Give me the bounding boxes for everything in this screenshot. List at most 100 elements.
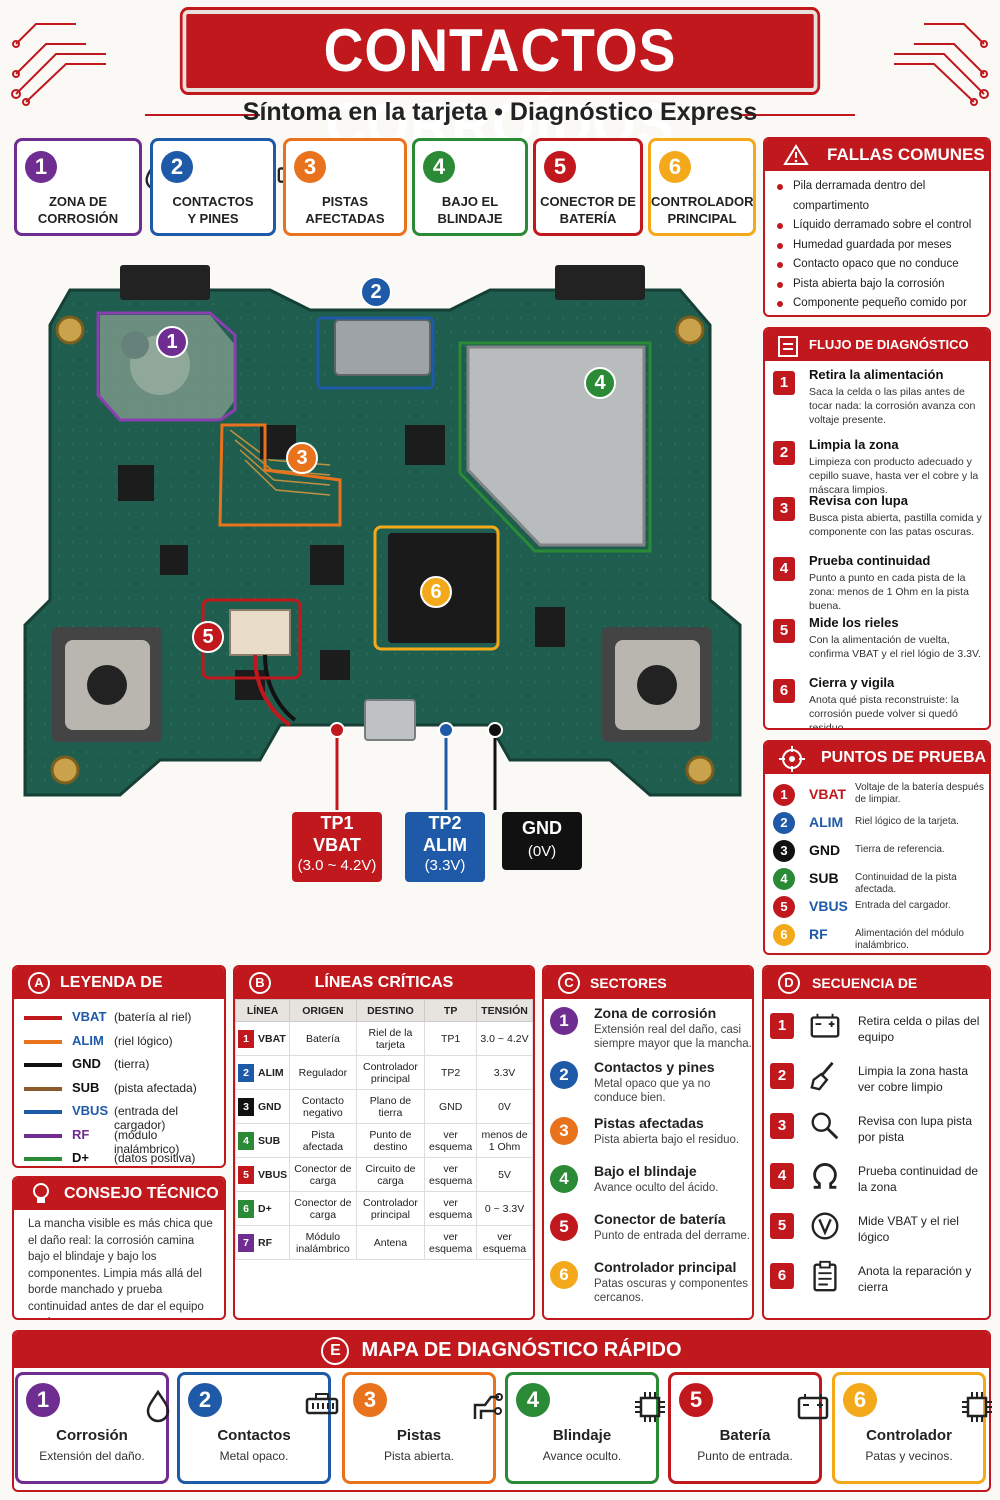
row-linea: VBAT [258,1032,286,1045]
card-number: 5 [544,151,576,183]
board-marker-1: 1 [156,326,188,358]
row-number: 1 [238,1029,254,1048]
step-desc: Anota qué pista reconstruiste: la corros… [809,694,960,730]
leyenda-name: D+ [72,1150,89,1165]
circuit-board-diagram [23,265,742,810]
falla-item: Humedad guardada por meses [777,236,979,256]
row-tp: ver esquema [424,1225,478,1260]
row-tension: 0 ~ 3.3V [476,1191,533,1226]
connector-icon [305,1393,339,1415]
punto-item: 4 SUB Continuidad de la pista afectada. [773,866,988,895]
punto-desc: Continuidad de la pista afectada. [855,872,957,895]
test-label-gnd: GND (0V) [502,812,582,870]
section-badge: C [558,972,580,994]
board-marker-4: 4 [584,367,616,399]
row-number: 7 [238,1233,254,1252]
row-origen: Conector de carga [289,1157,357,1192]
row-tension: ver esquema [476,1225,533,1260]
page-subtitle: Síntoma en la tarjeta • Diagnóstico Expr… [242,98,758,126]
row-origen: Batería [289,1021,357,1056]
consejo-title: CONSEJO TÉCNICO [64,1185,219,1202]
card-label-line1: ZONA DE [48,194,108,209]
punto-name: SUB [809,870,839,886]
flujo-title: FLUJO DE DIAGNÓSTICO RÁPIDO [809,337,969,384]
flujo-header: FLUJO DE DIAGNÓSTICO RÁPIDO [765,329,989,384]
sector-desc: Avance oculto del ácido. [594,1182,719,1194]
sector-title: Pistas afectadas [594,1115,704,1131]
leyenda-name: VBUS [72,1103,109,1118]
test-label-name: GND [522,818,562,838]
row-destino: Riel de la tarjeta [355,1021,426,1056]
sector-desc: Pista abierta bajo el residuo. [594,1134,740,1146]
step-number: 5 [773,619,795,643]
sector-title: Controlador principal [594,1259,737,1275]
row-number: 2 [238,1063,254,1082]
step-number: 2 [773,441,795,465]
warning-icon [783,144,809,165]
falla-item: Pila derramada dentro del compartimento [777,177,979,216]
step-title: Retira la alimentación [809,367,944,382]
secuencia-number: 3 [770,1113,794,1139]
sector-number: 6 [550,1261,578,1289]
leyenda-desc: (batería al riel) [114,1010,192,1024]
chip-icon [635,1392,665,1422]
circuit-corner-right-icon [894,23,989,106]
secuencia-title: SECUENCIA DE PRUEBAS [812,975,918,1023]
lightbulb-icon [33,1183,49,1203]
magnifier-icon [811,1112,839,1140]
card-desc: Extensión del daño. [39,1449,145,1463]
consejo-text: La mancha visible es más chica que el da… [28,1218,213,1318]
card-number: 4 [423,151,455,183]
table-header: DESTINO [355,999,426,1022]
leyenda-desc: (módulo inalámbrico) [114,1127,180,1156]
leyenda-desc: (riel lógico) [114,1033,173,1048]
card-desc: Metal opaco. [219,1449,289,1463]
sector-title: Zona de corrosión [594,1005,717,1021]
row-tp: TP1 [424,1021,478,1056]
secuencia-number: 5 [770,1213,794,1239]
secuencia-text: Anota la reparación y cierra [858,1264,972,1294]
leyenda-name: RF [72,1126,90,1142]
card-desc: Punto de entrada. [697,1449,793,1463]
step-desc: Busca pista abierta, pastilla comida y c… [809,512,982,538]
circuit-corner-left-icon [11,23,106,106]
card-label-line2: BLINDAJE [437,211,503,226]
card-title: Controlador [866,1427,952,1444]
clipboard-icon [778,336,798,357]
leyenda-item: D+(datos positiva) [24,1148,224,1166]
test-label-tp1: TP1 VBAT (3.0 ~ 4.2V) [292,812,382,882]
step-desc: Limpieza con producto adecuado y cepillo… [809,456,979,496]
card-desc: Pista abierta. [383,1449,455,1463]
test-label-voltage: (0V) [527,843,557,860]
secuencia-number: 4 [770,1163,794,1189]
brush-icon [810,1061,834,1091]
punto-number: 5 [773,896,795,918]
punto-name: ALIM [809,814,844,830]
sector-number: 2 [550,1061,578,1089]
card-label-line1: CONTROLADOR [651,194,754,209]
punto-desc: Entrada del cargador. [855,900,951,911]
test-label-line: ALIM [423,835,467,855]
sector-number: 4 [550,1165,578,1193]
row-linea: D+ [258,1202,272,1215]
punto-number: 4 [773,868,795,890]
ohm-icon [813,1163,837,1189]
mapa-title: MAPA DE DIAGNÓSTICO RÁPIDO [361,1339,682,1361]
fallas-header: FALLAS COMUNES [765,139,989,171]
row-linea: GND [258,1100,282,1113]
